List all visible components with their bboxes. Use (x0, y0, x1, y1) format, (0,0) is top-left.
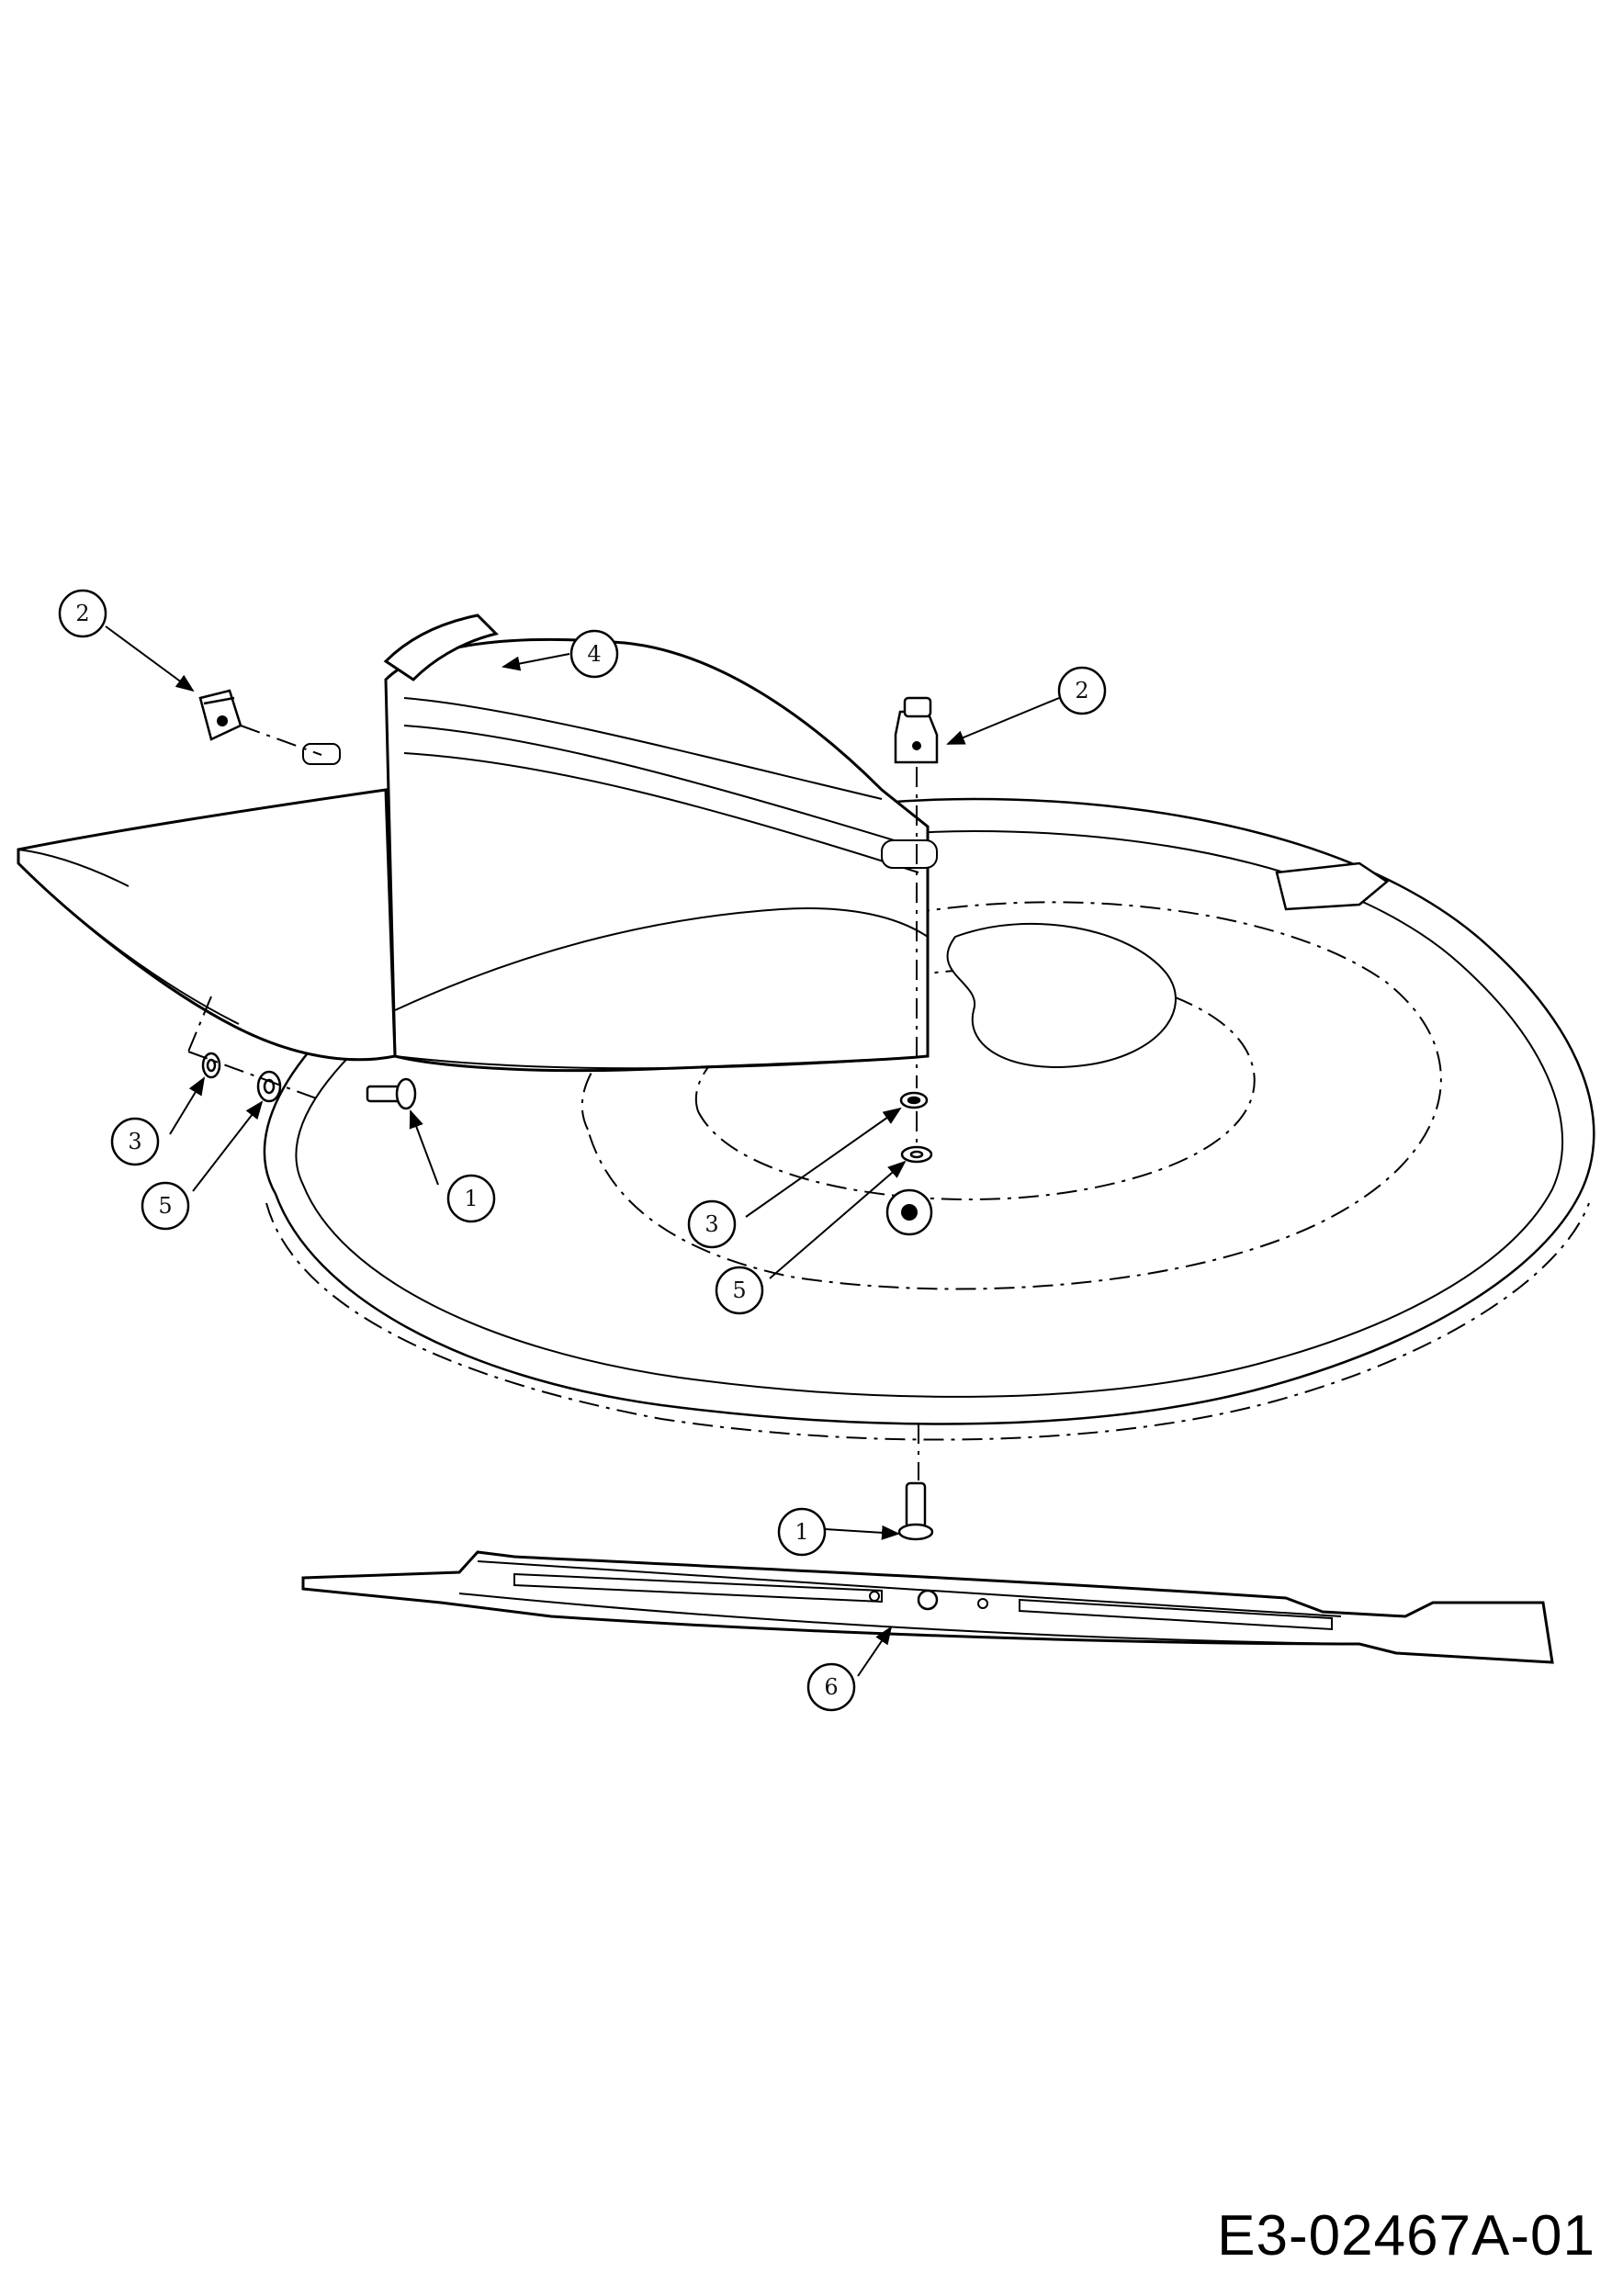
deck-rim-edge (265, 1202, 1590, 1441)
callout-2-right[interactable]: 2 (1057, 666, 1107, 715)
svg-text:2: 2 (75, 601, 89, 626)
svg-text:1: 1 (795, 1519, 808, 1545)
chute-right-mount-tab (881, 839, 938, 869)
chute-flap (17, 788, 397, 1062)
callout-5-center[interactable]: 5 (715, 1266, 764, 1315)
locknut-left (201, 1052, 221, 1079)
blade-slot-right (1019, 1598, 1333, 1631)
svg-text:5: 5 (158, 1193, 172, 1219)
svg-text:4: 4 (587, 641, 601, 667)
svg-text:3: 3 (704, 1211, 718, 1237)
callout-bubbles: 2 4 2 3 5 1 3 (58, 589, 1107, 1712)
deck-hub-recess (946, 922, 1177, 1068)
washer-center (900, 1145, 933, 1164)
washer-left (256, 1070, 282, 1103)
locknut-center (899, 1091, 929, 1109)
chute-top-ridge (383, 613, 499, 681)
discharge-chute (17, 613, 938, 1073)
callout-1-center[interactable]: 1 (777, 1507, 827, 1557)
callout-6[interactable]: 6 (806, 1662, 856, 1712)
callout-4[interactable]: 4 (569, 629, 619, 679)
clip-right (894, 696, 939, 764)
mower-blade (301, 1550, 1554, 1664)
blade-slot-left (513, 1572, 883, 1604)
svg-text:2: 2 (1075, 678, 1088, 703)
callout-3-left[interactable]: 3 (110, 1117, 160, 1166)
bolt-left (366, 1077, 417, 1110)
callout-3-center[interactable]: 3 (687, 1199, 737, 1249)
blade-center-hole (917, 1589, 939, 1611)
bolt-center (897, 1481, 934, 1541)
assembly-center-lines (187, 725, 919, 1480)
callout-1-left[interactable]: 1 (446, 1174, 496, 1223)
deck-vent-slot (1275, 861, 1390, 911)
drawing-number: E3-02467A-01 (1217, 2204, 1595, 2268)
svg-text:6: 6 (824, 1674, 838, 1700)
svg-text:5: 5 (732, 1277, 746, 1303)
callout-5-left[interactable]: 5 (141, 1181, 190, 1231)
clip-left (198, 689, 242, 741)
svg-text:3: 3 (128, 1129, 141, 1154)
callout-2-left[interactable]: 2 (58, 589, 107, 638)
chute-upper-body (384, 637, 930, 1073)
callout-leaders (105, 625, 1060, 1677)
svg-text:1: 1 (464, 1186, 478, 1211)
